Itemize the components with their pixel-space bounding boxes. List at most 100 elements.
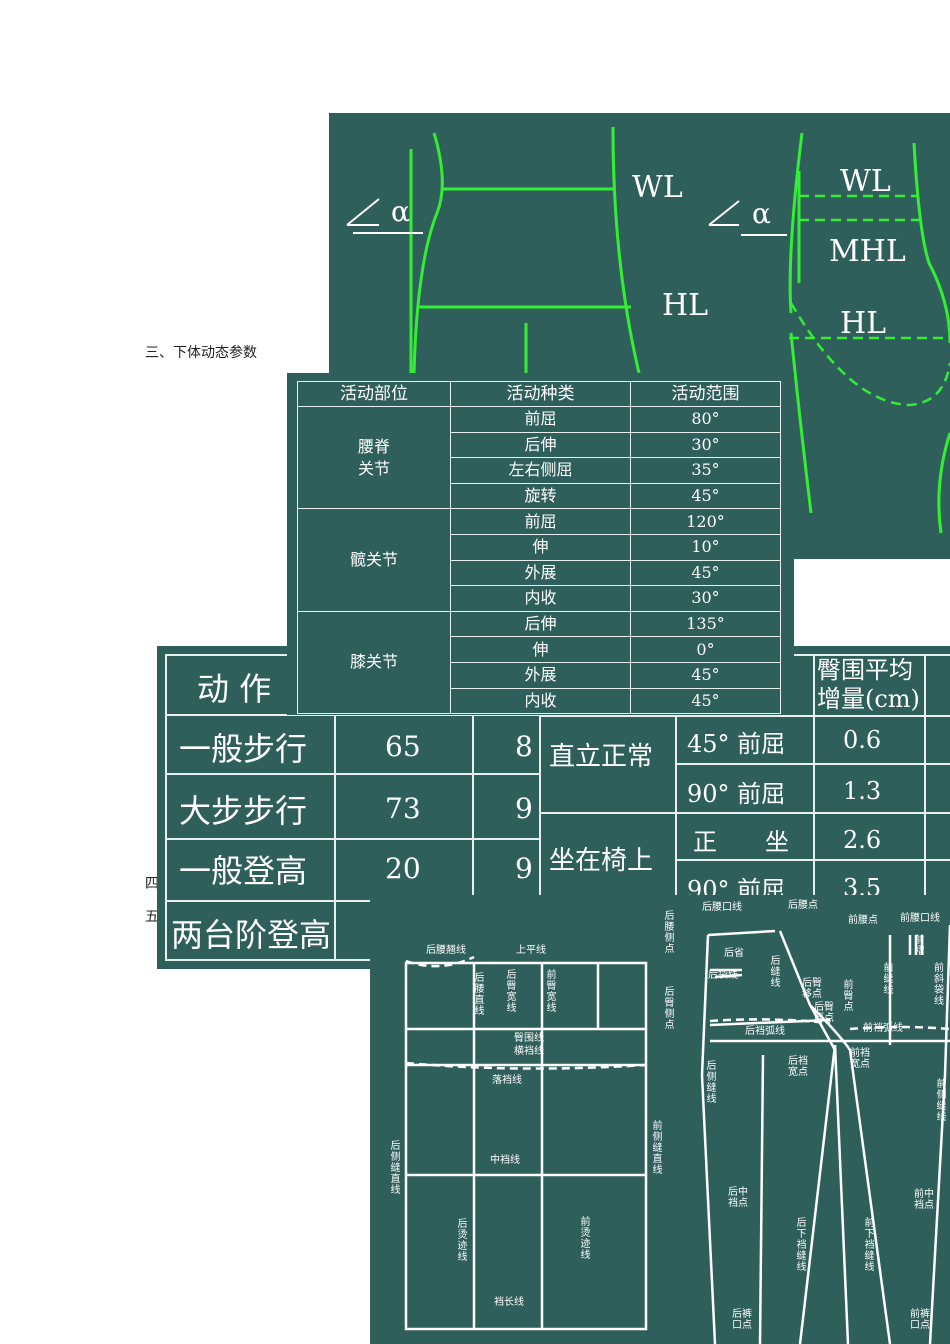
motion-label: 45° 前屈 bbox=[687, 730, 786, 758]
label-crotch-length: 裆长线 bbox=[494, 1297, 524, 1308]
label-back-crotch-width: 后裆宽点 bbox=[788, 1056, 808, 1078]
front-outline bbox=[611, 126, 641, 374]
section-4-heading: 四 bbox=[145, 876, 159, 892]
label-front-slant-pocket: 前斜袋线 bbox=[934, 963, 944, 1007]
joint-name: 髋关节 bbox=[297, 508, 451, 612]
label-back-inseam: 后下裆缝线 bbox=[796, 1218, 807, 1273]
label-back-waist-point: 后腰点 bbox=[788, 900, 818, 911]
table-row: 内收 45° bbox=[298, 687, 781, 715]
table-row: 外展 45° bbox=[298, 661, 781, 689]
header-action: 动 作 bbox=[197, 670, 272, 708]
label-front-waist-opening: 前腰口线 bbox=[900, 913, 940, 924]
section-3-heading: 三、下体动态参数 bbox=[145, 345, 257, 361]
motion-type: 外展 bbox=[450, 661, 631, 689]
motion-range: 80° bbox=[630, 406, 781, 433]
joint-name: 膝关节 bbox=[297, 610, 451, 715]
motion-range: 35° bbox=[630, 457, 781, 484]
label-back-waist-curve: 后腰翘线 bbox=[426, 945, 466, 956]
table-row: 后伸 30° bbox=[298, 431, 781, 459]
label-front-hip-point: 前臀点 bbox=[843, 980, 854, 1013]
row-action: 大步步行 bbox=[179, 792, 308, 830]
table-row: 腰脊 关节 前屈 80° bbox=[297, 405, 781, 510]
column-header: 活动范围 bbox=[630, 381, 781, 407]
front-outline-right bbox=[912, 142, 950, 344]
motion-type: 旋转 bbox=[450, 482, 631, 510]
label-front-hem: 前裤口点 bbox=[910, 1309, 930, 1331]
motion-range: 45° bbox=[630, 687, 781, 715]
label-back-mid-crotch: 后中裆点 bbox=[728, 1187, 748, 1209]
label-back-side-seam: 后侧缝直线 bbox=[390, 1141, 401, 1196]
table-row: 旋转 45° bbox=[298, 482, 781, 510]
label-mid-crotch: 中裆线 bbox=[490, 1155, 520, 1166]
joint-motion-grid: 活动部位 活动种类 活动范围 腰脊 关节 前屈 80° 后伸 30° 左右侧屈 … bbox=[297, 381, 781, 715]
label-front-pleat: 前褶 bbox=[914, 935, 925, 957]
wl-label-left: WL bbox=[632, 170, 683, 205]
hip-value: 2.6 bbox=[843, 826, 882, 854]
motion-range: 45° bbox=[630, 661, 781, 689]
label-back-crotch-curve: 后裆弧线 bbox=[745, 1026, 785, 1037]
motion-range: 10° bbox=[630, 533, 781, 561]
label-drop-crotch: 落裆线 bbox=[492, 1075, 522, 1086]
body-outline-drawing: α WL HL α WL MHL HL bbox=[346, 126, 950, 534]
alpha-label-left: α bbox=[391, 195, 410, 228]
motion-type: 前屈 bbox=[450, 508, 631, 535]
label-back-hip-moved: 后臀移点 bbox=[802, 978, 822, 1000]
row-value-1: 65 bbox=[385, 730, 421, 763]
mhl-label-right: MHL bbox=[829, 234, 906, 269]
motion-type: 伸 bbox=[450, 636, 631, 663]
label-back-dart: 后省 bbox=[724, 948, 744, 959]
motion-label: 90° 前屈 bbox=[687, 780, 786, 808]
label-back-waist-side: 后腰侧点 bbox=[664, 911, 675, 955]
table-row: 髋关节 前屈 120° bbox=[297, 508, 781, 612]
row-action: 两台阶登高 bbox=[171, 916, 332, 954]
leg-outline-right bbox=[789, 332, 813, 514]
motion-range: 45° bbox=[630, 482, 781, 510]
row-value-1: 73 bbox=[385, 792, 421, 825]
motion-type: 伸 bbox=[450, 533, 631, 561]
header-hip-increase: 臀围平均 增量(cm) bbox=[817, 656, 920, 713]
label-front-side-seam: 前侧缝直线 bbox=[652, 1121, 663, 1176]
row-value-2: 8 bbox=[515, 730, 533, 763]
posture-label: 坐在椅上 bbox=[549, 846, 654, 876]
motion-type: 后伸 bbox=[450, 431, 631, 459]
label-back-hip-origin: 后臀原点 bbox=[814, 1002, 834, 1024]
motion-range: 0° bbox=[630, 636, 781, 663]
motion-range: 30° bbox=[630, 585, 781, 612]
row-value-2: 9 bbox=[515, 792, 533, 825]
label-front-side-seam-line: 前侧缝线 bbox=[936, 1079, 947, 1123]
label-back-pocket: 后袋线 bbox=[708, 970, 738, 981]
trouser-pattern-drawing bbox=[404, 924, 950, 1344]
joint-motion-table: 活动部位 活动种类 活动范围 腰脊 关节 前屈 80° 后伸 30° 左右侧屈 … bbox=[287, 373, 794, 715]
label-front-waist-point: 前腰点 bbox=[848, 915, 878, 926]
row-action: 一般登高 bbox=[179, 852, 308, 890]
label-front-hip-width: 前臀宽线 bbox=[546, 970, 557, 1014]
label-back-hip-width: 后臀宽线 bbox=[506, 970, 517, 1014]
row-value-1: 20 bbox=[385, 852, 421, 885]
label-back-waist-straight: 后腰直线 bbox=[474, 973, 485, 1017]
label-front-crotch-curve: 前裆弧线 bbox=[863, 1023, 903, 1034]
label-front-crease: 前烫迹线 bbox=[580, 1217, 591, 1261]
label-back-side-seam-line: 后侧缝线 bbox=[706, 1061, 717, 1105]
motion-type: 左右侧屈 bbox=[450, 457, 631, 484]
back-outline-right bbox=[788, 132, 804, 314]
label-crotch-line: 横裆线 bbox=[514, 1046, 544, 1057]
table-row: 膝关节 后伸 135° bbox=[297, 610, 781, 715]
table-header-row: 活动部位 活动种类 活动范围 bbox=[297, 381, 781, 407]
wl-label-right: WL bbox=[840, 164, 891, 199]
label-back-crease: 后烫迹线 bbox=[457, 1219, 468, 1263]
label-hip-line: 臀围线 bbox=[514, 1033, 544, 1044]
motion-type: 内收 bbox=[450, 687, 631, 715]
motion-type: 外展 bbox=[450, 559, 631, 587]
hip-value: 0.6 bbox=[843, 726, 882, 754]
column-header: 活动部位 bbox=[297, 381, 451, 407]
motion-label: 正 坐 bbox=[693, 828, 789, 856]
column-header: 活动种类 bbox=[450, 381, 631, 407]
table-row: 外展 45° bbox=[298, 559, 781, 587]
alpha-label-right: α bbox=[752, 197, 771, 230]
section-5-heading: 五 bbox=[145, 909, 159, 925]
hl-label-left: HL bbox=[662, 288, 708, 323]
trouser-pattern-figure: 后腰翘线 上平线 后腰直线 后臀宽线 前臀宽线 臀围线 横裆线 落裆线 中裆线 … bbox=[370, 895, 950, 1344]
label-back-waist-opening: 后腰口线 bbox=[702, 902, 742, 913]
table-row: 伸 10° bbox=[298, 533, 781, 561]
label-top-line: 上平线 bbox=[516, 945, 546, 956]
